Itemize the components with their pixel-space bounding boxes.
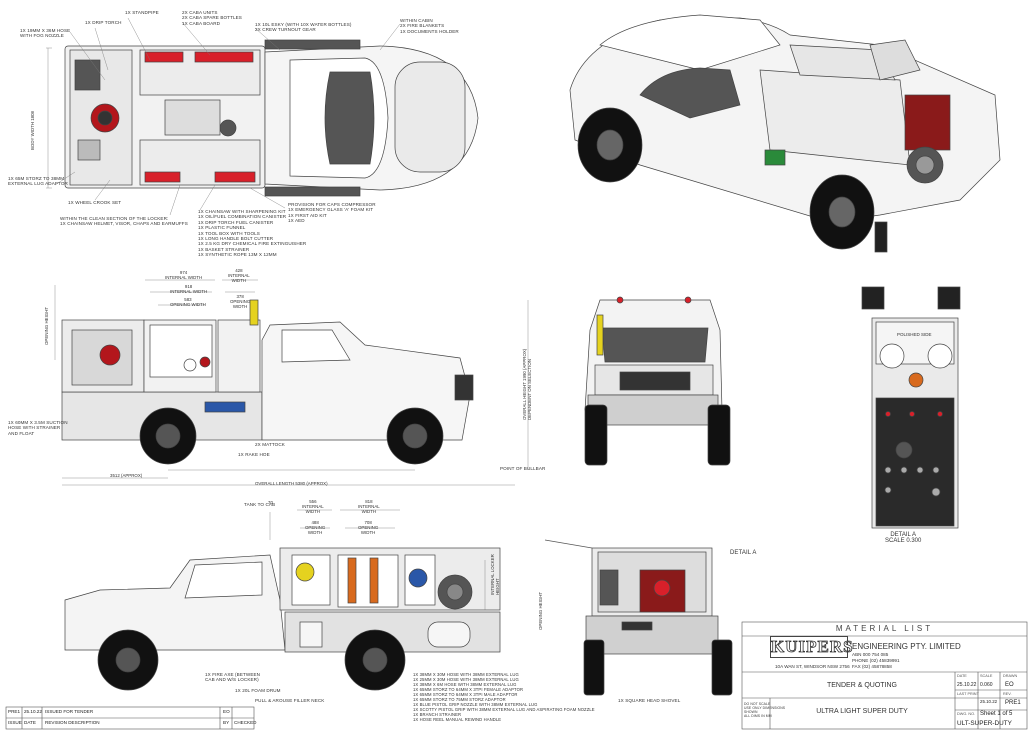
note-esky: 1x 10L esky (with 10x water bottles) 2x … — [255, 22, 352, 33]
note-point-bullbar: point of bullbar — [500, 466, 546, 471]
rev-label: rev. — [1003, 692, 1012, 696]
detail-a-callout: detail a — [730, 550, 757, 556]
dim-overall-length: overall length 5380 (approx) — [255, 481, 328, 486]
dim-side-opening-height: opening height — [538, 591, 543, 630]
rev-header-issue: ISSUE — [8, 720, 22, 725]
dim-70: 70 — [268, 500, 273, 505]
rev-issue: PRE1 — [8, 709, 21, 714]
note-hose-list: 1x 38mm x 30m hose with 38mm external lu… — [413, 672, 595, 722]
dim-818: 818 internal width — [358, 499, 380, 514]
pump-control-panel — [861, 286, 961, 529]
date-value: 25.10.22 — [957, 682, 977, 688]
truck-front-view — [584, 296, 731, 466]
note-tank-to-cab: tank to cab — [244, 502, 276, 507]
last-print-label: last print — [957, 692, 979, 696]
dimension-lines-side — [54, 279, 529, 486]
rev-header-description: REVISION DESCRIPTION — [45, 720, 100, 725]
note-fire-axe: 1x fire axe (between cab and w/s locker) — [205, 672, 261, 683]
dim-opening-height: opening height — [44, 306, 49, 345]
company-phone: PHONE (02) 45839991 — [852, 658, 900, 663]
note-foam-drum: 1x 20L foam drum — [235, 688, 281, 693]
truck-side-view-right — [64, 547, 501, 691]
panel-header: polished side — [897, 332, 932, 337]
dim-wheelbase: 3512 (approx) — [110, 473, 143, 478]
note-suction-hose: 1x 60mm x 3.5m suction hose with straine… — [8, 420, 68, 436]
note-rake-hoe: 1x rake hoe — [238, 452, 270, 457]
rev-header-date: DATE — [24, 720, 36, 725]
note-wheel-crook: 1x wheel crook set — [68, 200, 122, 205]
note-cabin: within cabin 2x fire blankets 1x documen… — [400, 18, 459, 34]
note-chainsaw-kit: 1x chainsaw with sharpening kit 1x oil/f… — [198, 209, 307, 258]
rev-header-checked: CHECKED — [234, 720, 257, 725]
note-caba: 2x CABA units 2x CABA spare bottles 1x C… — [182, 10, 242, 26]
note-clean-section: within the clean section of the locker: … — [60, 216, 188, 227]
detail-a-caption: detail a scale 0.300 — [885, 532, 922, 544]
dim-428: 428 internal width — [228, 268, 250, 283]
note-filler-neck: pull & arouse filler neck — [255, 698, 325, 703]
dim-378: 378 opening width — [230, 294, 251, 309]
company-address: 10a wan st, windsor nsw 2756 — [775, 664, 850, 669]
last-print-value: 25.10.22 — [980, 699, 998, 704]
scale-label: scale — [980, 674, 993, 678]
dim-locker-height: internal locker height — [490, 554, 500, 595]
drawing-description: ultra light super duty — [816, 708, 908, 715]
note-mattock: 2x mattock — [255, 442, 285, 447]
note-hose-fog: 1x 19mm x 36m hose with fog nozzle — [20, 28, 71, 39]
drawn-value: EO — [1005, 682, 1014, 688]
company-abn: ABN 000 754 085 — [852, 652, 889, 657]
material-list-header: material list — [835, 624, 934, 633]
scale-value: 0.060 — [980, 682, 993, 688]
truck-rear-view — [544, 539, 733, 696]
dim-974: 974 internal width — [165, 270, 203, 280]
project-name: tender & quoting — [826, 682, 897, 689]
dim-556: 556 internal width — [302, 499, 324, 514]
note-storz-adaptor: 1x 65m storz to 38mm external lug adapto… — [8, 176, 68, 187]
note-standpipe: 1x standpipe — [125, 10, 159, 15]
truck-side-view-left — [61, 299, 474, 465]
truck-top-view — [64, 39, 479, 197]
rev-value: PRE1 — [1005, 700, 1021, 706]
dim-918: 918 internal width — [170, 284, 208, 294]
title-block-frame — [5, 621, 1028, 730]
truck-iso-view — [569, 14, 1001, 253]
dwg-label: dwg. no. — [957, 712, 976, 716]
footer-note: do not scale use only dimensions shown a… — [744, 702, 786, 718]
note-shovel: 1x square head shovel — [618, 698, 681, 703]
company-fax: FAX (02) 45878858 — [852, 664, 892, 669]
drawn-label: drawn — [1003, 674, 1018, 678]
date-label: date — [957, 674, 967, 678]
rev-header-by: BY — [223, 720, 230, 725]
rev-description: ISSUED FOR TENDER — [45, 709, 94, 714]
dim-overall-height: overall height 1990 (approx) dependent o… — [522, 348, 532, 420]
dim-583: 583 opening width — [170, 297, 206, 307]
company-name: engineering pty. limited — [852, 642, 961, 651]
note-compressor: provision for caps compressor 1x emergen… — [288, 202, 376, 224]
sheet-number: Sheet 1 of 5 — [980, 711, 1013, 717]
rev-date: 25.10.22 — [24, 709, 42, 714]
dim-body-width: body width 1808 — [30, 111, 35, 150]
leader-lines-top — [46, 17, 401, 216]
note-drip-torch: 1x drip torch — [85, 20, 122, 25]
dwg-value: ULT-SUPER-DUTY — [957, 720, 1012, 727]
dim-488: 488 opening width — [305, 520, 326, 535]
dim-708: 708 opening width — [358, 520, 379, 535]
rev-by: EO — [223, 709, 230, 714]
dimension-lines-bottom — [269, 509, 486, 610]
kuipers-logo: KUIPERS — [770, 636, 854, 658]
